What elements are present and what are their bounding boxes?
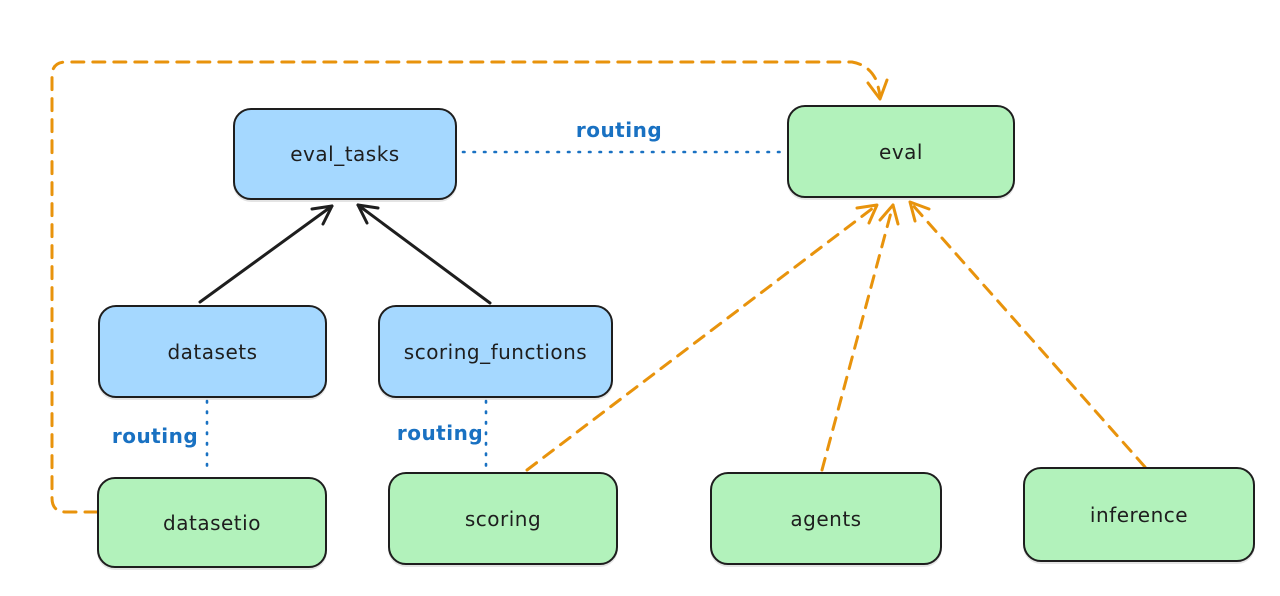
node-datasets-label: datasets xyxy=(167,339,258,364)
node-eval-label: eval xyxy=(879,139,923,164)
node-inference: inference xyxy=(1023,467,1255,562)
node-scoring: scoring xyxy=(388,472,618,565)
edge-scoring-to-eval xyxy=(525,203,879,472)
node-datasets: datasets xyxy=(98,305,327,398)
node-scoring-label: scoring xyxy=(464,506,542,531)
routing-label-scoring-functions-scoring: routing xyxy=(396,421,484,445)
edge-agents-to-eval xyxy=(820,203,900,472)
node-eval-tasks-label: eval_tasks xyxy=(290,142,400,166)
routing-label-eval-tasks-eval: routing xyxy=(575,118,663,142)
node-agents-label: agents xyxy=(790,506,862,531)
node-inference-label: inference xyxy=(1089,502,1189,527)
node-datasetio-label: datasetio xyxy=(163,510,261,535)
edge-scoring-functions-to-eval-tasks xyxy=(356,203,492,305)
node-datasetio: datasetio xyxy=(97,477,327,568)
routing-label-datasets-datasetio: routing xyxy=(111,424,199,448)
node-scoring-functions: scoring_functions xyxy=(378,305,613,398)
node-eval-tasks: eval_tasks xyxy=(233,108,457,200)
edge-inference-to-eval xyxy=(908,200,1147,469)
node-eval: eval xyxy=(787,105,1015,198)
edge-datasets-to-eval-tasks xyxy=(198,204,334,304)
edge-datasetio-to-eval xyxy=(50,60,889,514)
node-agents: agents xyxy=(710,472,942,565)
node-scoring-functions-label: scoring_functions xyxy=(403,339,588,364)
